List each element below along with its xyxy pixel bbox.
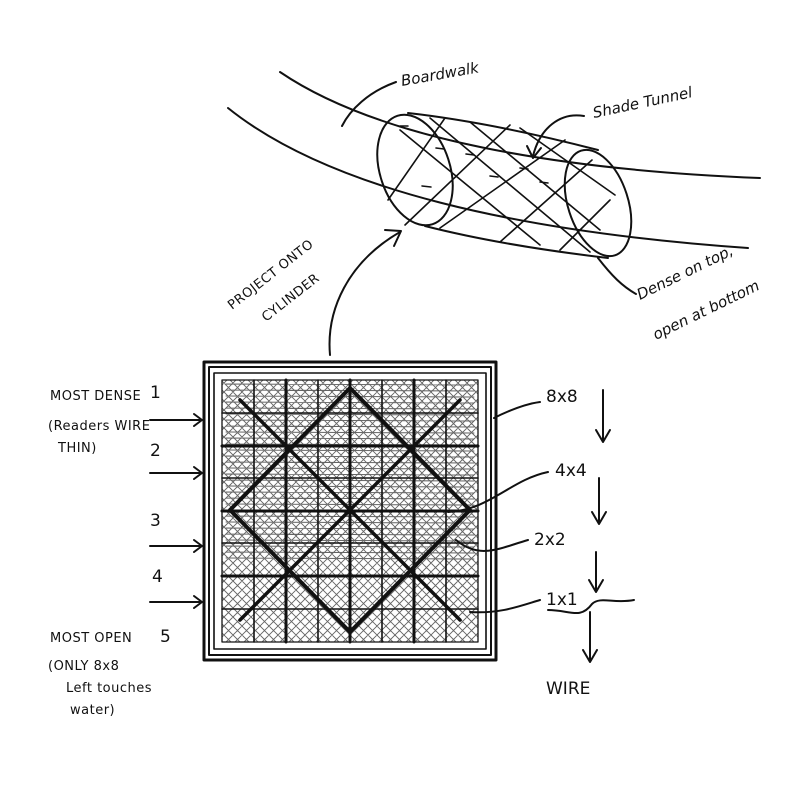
row-number-1: 1 xyxy=(150,383,161,403)
project-arrowhead xyxy=(384,229,402,247)
row-arrow-3 xyxy=(149,539,203,553)
down-arrow-2 xyxy=(591,477,607,525)
tunnel-text: Boardwalk Shade Tunnel Dense on top, ope… xyxy=(225,58,762,343)
shade-tunnel-leader xyxy=(532,114,585,157)
grid-labels: 8x8 4x4 2x2 1x1 WIRE xyxy=(534,387,590,699)
row-arrows xyxy=(149,413,203,609)
tunnel-bottom-line xyxy=(424,225,609,259)
tunnel-dashes xyxy=(399,125,549,188)
leader-1x1 xyxy=(469,599,541,614)
row-arrow-2 xyxy=(149,466,203,480)
tunnel-sketch xyxy=(227,71,761,356)
wire-label: WIRE xyxy=(546,679,590,699)
project-arrow xyxy=(328,231,401,356)
row-1-note-line2: (Readers WIRE xyxy=(48,419,150,434)
label-1x1: 1x1 xyxy=(546,590,578,610)
row-1-note-line1: MOST DENSE xyxy=(50,389,141,404)
leader-8x8 xyxy=(493,401,541,419)
grid-1x1-diagonals xyxy=(238,398,462,622)
shade-tunnel-label: Shade Tunnel xyxy=(591,83,695,122)
row-5-note-line4: water) xyxy=(70,703,115,718)
grid-frame-outer xyxy=(202,360,498,662)
tunnel-hatch xyxy=(387,117,616,253)
row-5-note-line2: (ONLY 8x8 xyxy=(48,659,119,674)
layered-grid xyxy=(149,360,635,663)
project-label-line1: PROJECT ONTO xyxy=(225,237,317,313)
leader-4x4 xyxy=(447,471,549,513)
boardwalk-edge-lower xyxy=(227,107,749,249)
boardwalk-leader xyxy=(341,81,397,127)
shade-tunnel-arrowhead xyxy=(526,145,542,159)
row-labels: 1 MOST DENSE (Readers WIRE THIN) 2 3 4 5… xyxy=(48,383,171,718)
row-number-4: 4 xyxy=(152,567,163,587)
tunnel-back-ellipse xyxy=(563,148,633,258)
row-arrow-4 xyxy=(149,595,203,609)
row-1-note-line3: THIN) xyxy=(57,441,97,456)
row-number-2: 2 xyxy=(150,441,161,461)
row-number-3: 3 xyxy=(150,511,161,531)
tunnel-front-ellipse xyxy=(376,113,454,227)
layer-arrows xyxy=(547,389,635,663)
row-5-note-line3: Left touches xyxy=(66,681,152,696)
grid-8x8-lines xyxy=(221,379,479,643)
row-arrow-1 xyxy=(149,413,203,427)
label-2x2: 2x2 xyxy=(534,530,566,550)
row-5-note-line1: MOST OPEN xyxy=(50,631,132,646)
down-arrow-1 xyxy=(595,389,611,443)
label-4x4: 4x4 xyxy=(555,461,587,481)
dense-leader xyxy=(597,257,637,295)
boardwalk-edge-upper xyxy=(279,71,761,179)
grid-frame-3 xyxy=(213,372,487,650)
tunnel-top-line xyxy=(407,112,599,151)
boardwalk-label: Boardwalk xyxy=(400,58,482,90)
row-number-5: 5 xyxy=(160,627,171,647)
grid-frame-2 xyxy=(208,366,492,656)
down-arrow-3 xyxy=(588,551,604,593)
down-arrow-4 xyxy=(582,611,598,663)
leader-2x2 xyxy=(455,539,529,552)
label-8x8: 8x8 xyxy=(546,387,578,407)
water-line-squiggle xyxy=(547,599,635,614)
